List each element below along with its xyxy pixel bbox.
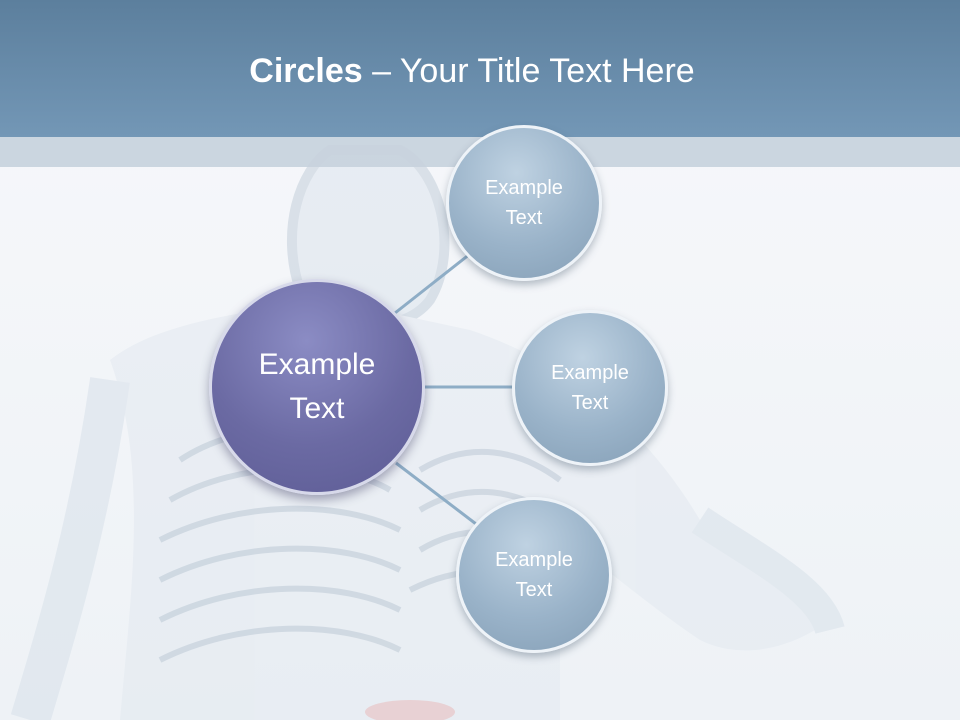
connector-line-top [394, 248, 476, 315]
node-circle-bottom[interactable]: Example Text [456, 497, 612, 653]
node-circle-text: Example Text [485, 177, 563, 229]
node-circle-middle[interactable]: Example Text [512, 310, 668, 466]
node-circle-top[interactable]: Example Text [446, 125, 602, 281]
center-circle[interactable]: Example Text [209, 279, 425, 495]
slide-title-bold: Circles [249, 52, 363, 90]
center-circle-text: Example Text [258, 348, 376, 425]
node-circle-text: Example Text [551, 362, 629, 414]
slide-title-rest: – Your Title Text Here [362, 52, 695, 90]
node-circle-text: Example Text [495, 549, 573, 601]
slide-title: Circles – Your Title Text Here [0, 52, 944, 91]
connector-line-bottom [395, 461, 481, 529]
title-bar [0, 0, 960, 137]
